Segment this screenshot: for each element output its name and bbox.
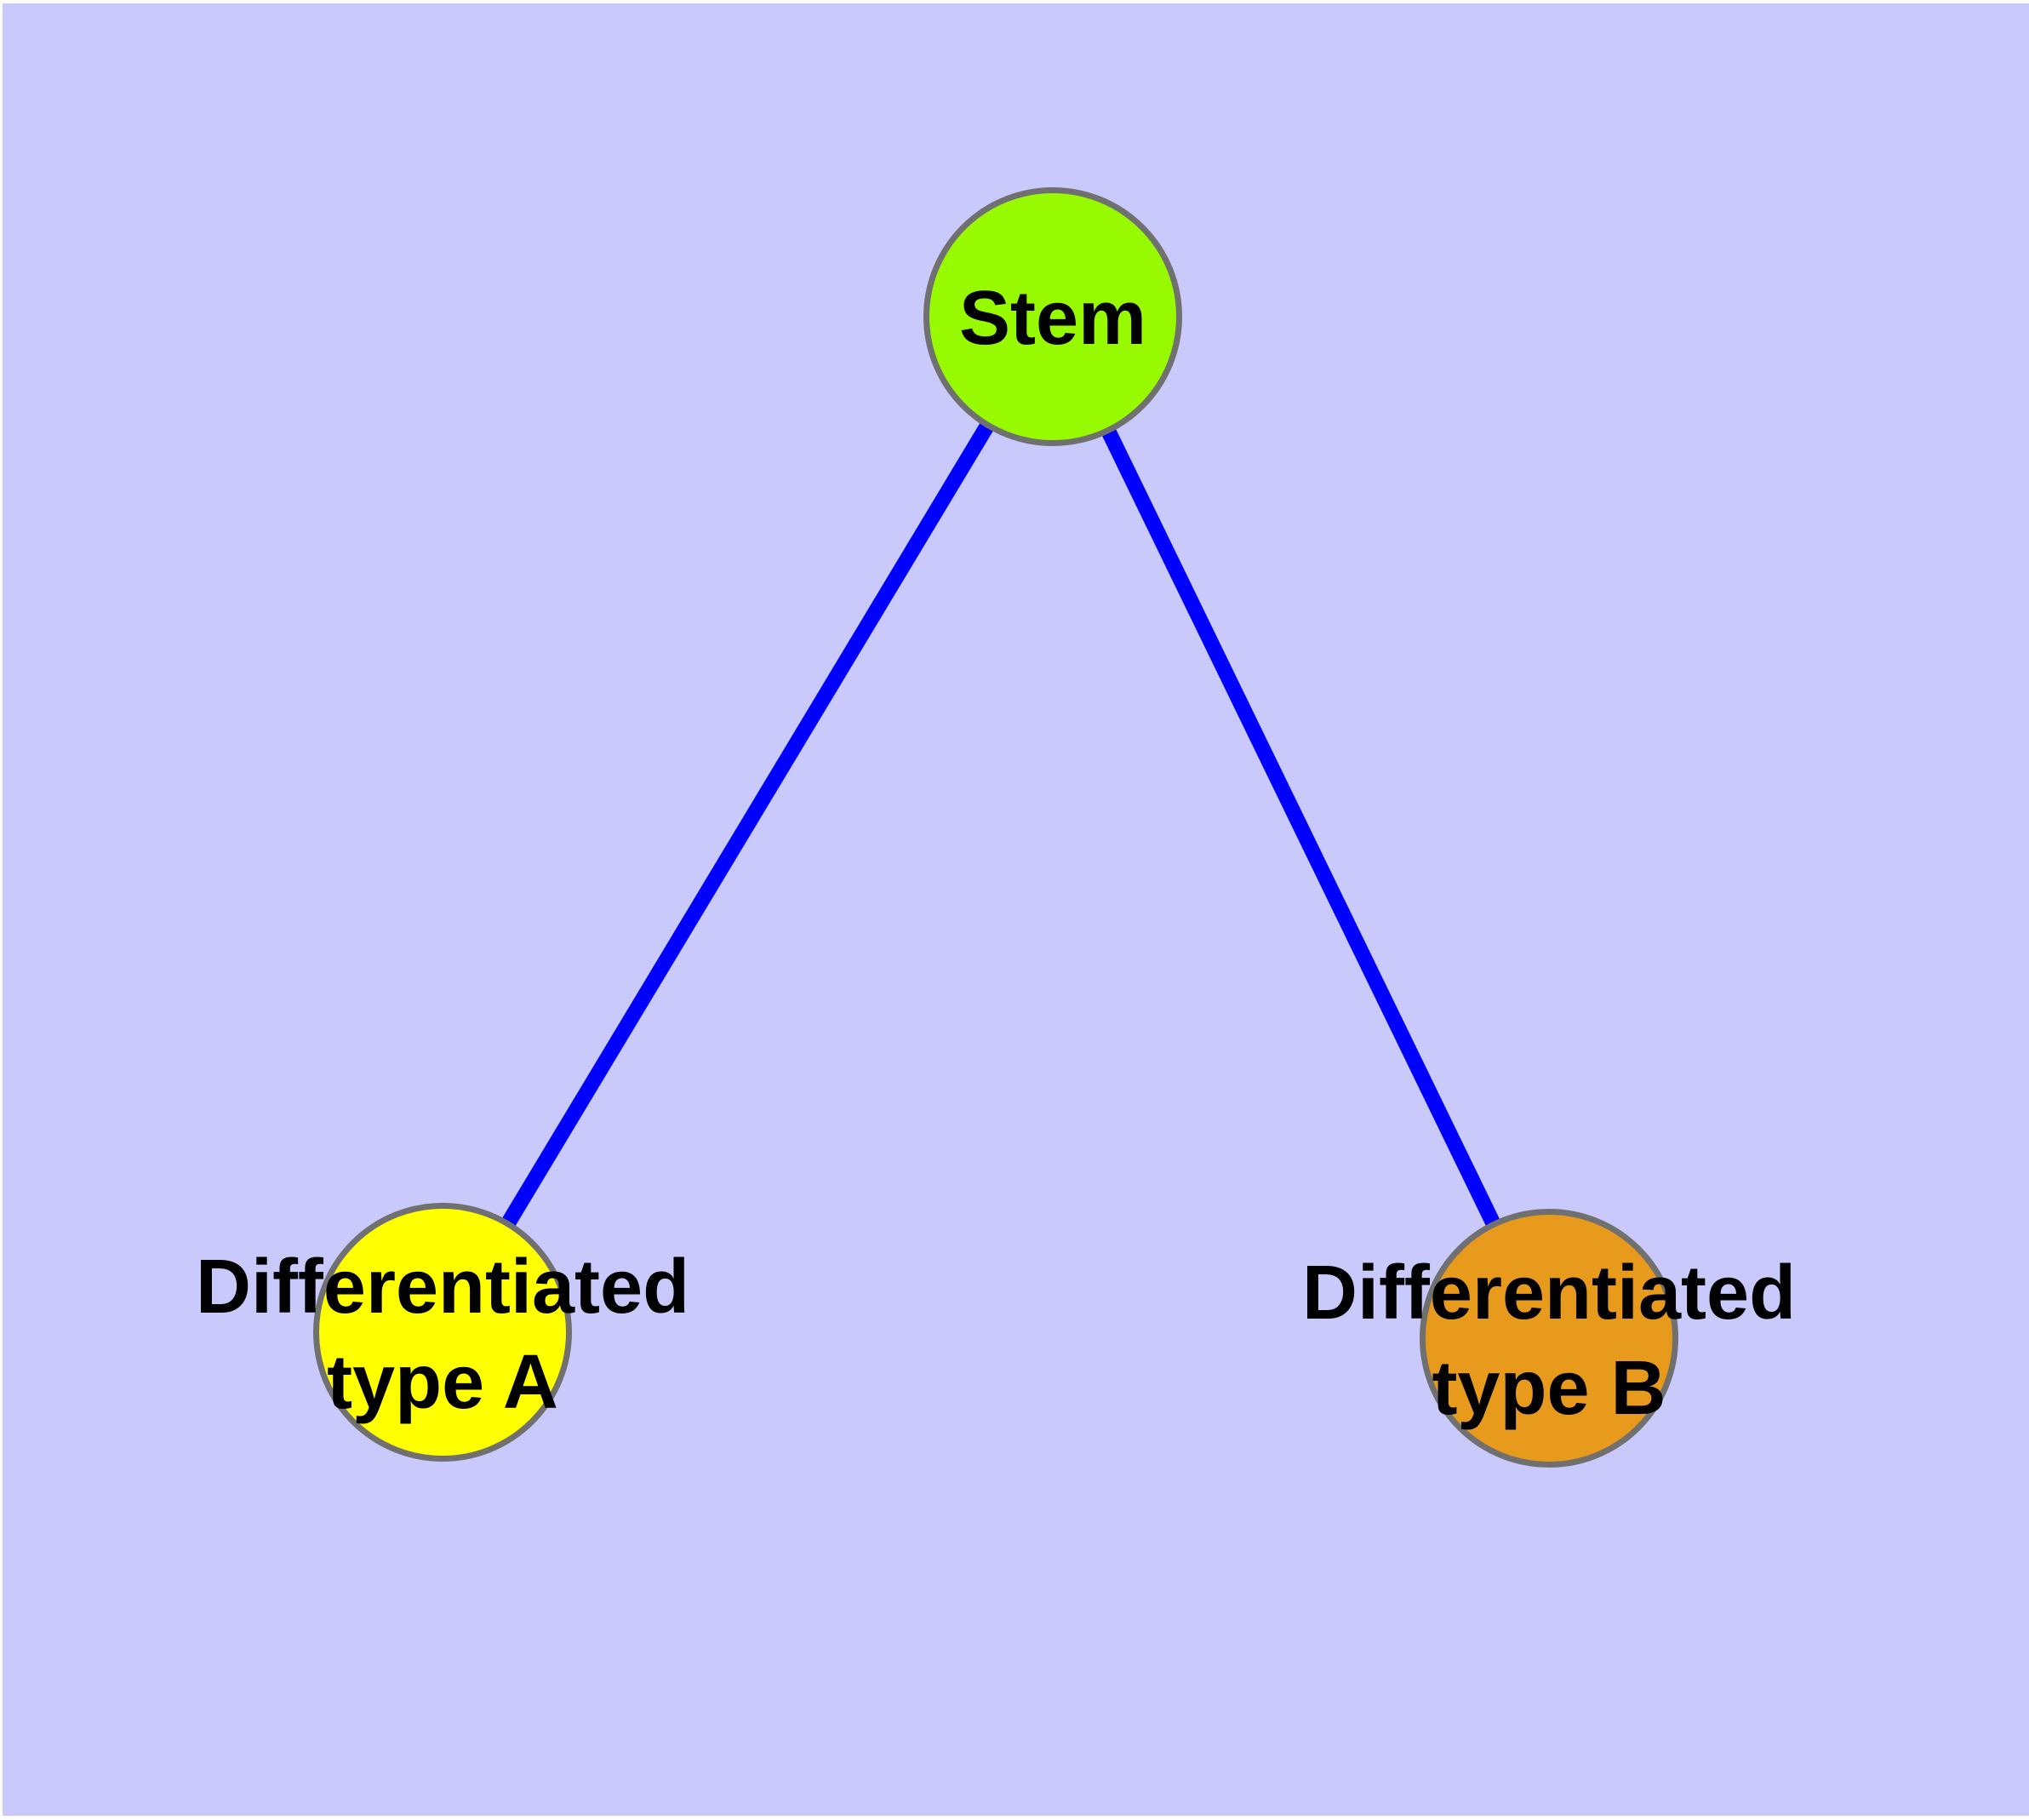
node-label-type-b-line2: type B xyxy=(1432,1346,1666,1431)
node-label-differentiated-type-b: Differentiated type B xyxy=(1302,1245,1796,1436)
node-label-type-a-line1: Differentiated xyxy=(195,1245,690,1330)
node-label-type-a-line2: type A xyxy=(327,1340,558,1425)
node-differentiated-type-a xyxy=(313,1203,572,1462)
node-label-differentiated-type-a: Differentiated type A xyxy=(196,1239,689,1430)
node-stem xyxy=(923,187,1182,446)
node-label-stem: Stem xyxy=(959,271,1146,366)
edge-stem-to-type-a xyxy=(436,312,1060,1336)
edge-stem-to-type-b xyxy=(1045,313,1557,1342)
node-label-stem-line1: Stem xyxy=(958,276,1147,361)
node-differentiated-type-b xyxy=(1420,1209,1678,1468)
node-label-type-b-line1: Differentiated xyxy=(1301,1251,1797,1336)
